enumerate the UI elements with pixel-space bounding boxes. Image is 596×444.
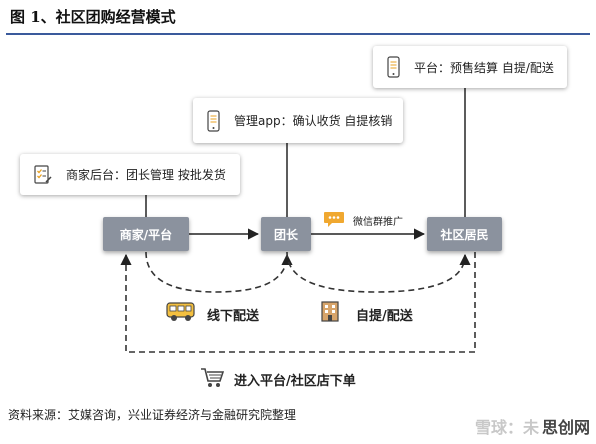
merchant-card-text: 商家后台：团长管理 按批发货	[66, 168, 226, 182]
app-card-text: 管理app：确认收货 自提核销	[234, 114, 393, 128]
chat-bubble-icon	[323, 211, 345, 232]
node-group-leader: 团长	[261, 217, 311, 251]
order-entry-label: 进入平台/社区店下单	[234, 374, 356, 389]
platform-card: 平台：预售结算 自提/配送	[373, 46, 567, 88]
platform-card-text: 平台：预售结算 自提/配送	[414, 60, 554, 75]
figure-title: 图 1、社区团购经营模式	[10, 8, 176, 26]
title-rule	[6, 33, 590, 35]
watermark: 雪球：未 思创网	[475, 414, 590, 438]
merchant-card: 商家后台：团长管理 按批发货	[20, 154, 240, 195]
checklist-icon	[34, 164, 52, 185]
dashed-offline-delivery	[145, 251, 293, 293]
node-community-residents: 社区居民	[427, 217, 502, 251]
shopping-cart-icon	[200, 367, 225, 393]
phone-icon	[387, 56, 400, 78]
store-building-icon	[320, 300, 340, 326]
bus-icon	[166, 301, 196, 327]
phone-icon	[207, 109, 220, 132]
pickup-delivery-label: 自提/配送	[356, 309, 413, 324]
watermark-brand-bold: 思创网	[541, 418, 590, 437]
node-merchant-platform: 商家/平台	[103, 217, 189, 251]
app-card: 管理app：确认收货 自提核销	[193, 98, 403, 143]
dashed-order-loop	[120, 252, 476, 353]
wechat-promo-label: 微信群推广	[353, 217, 403, 228]
watermark-brand: 雪球：未	[474, 418, 539, 437]
source-note: 资料来源：艾媒咨询，兴业证券经济与金融研究院整理	[8, 408, 297, 422]
dashed-pickup-delivery	[286, 251, 471, 293]
offline-delivery-label: 线下配送	[207, 309, 260, 324]
